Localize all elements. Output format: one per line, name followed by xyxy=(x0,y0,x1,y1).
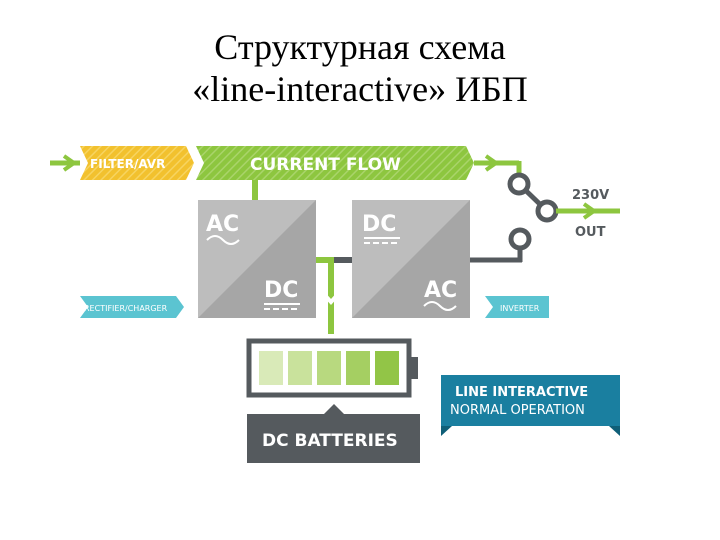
output-label: OUT xyxy=(575,225,606,240)
rectifier-top-label: AC xyxy=(206,212,239,237)
output-voltage-label: 230V xyxy=(572,188,609,203)
battery-cell xyxy=(288,351,312,385)
current-flow-banner: CURRENT FLOW xyxy=(196,146,474,180)
inverter-tag: INVERTER xyxy=(485,296,549,318)
inverter-box: DC AC xyxy=(352,200,470,318)
inverter-bottom-label: AC xyxy=(424,278,457,303)
slide-title: Структурная схема «line-interactive» ИБП xyxy=(0,26,720,110)
rectifier-tag-label: RECTIFIER/CHARGER xyxy=(84,304,168,313)
current-flow-label: CURRENT FLOW xyxy=(250,155,401,175)
battery-label: DC BATTERIES xyxy=(262,431,398,451)
rectifier-bottom-label: DC xyxy=(264,278,298,303)
mode-line-2: NORMAL OPERATION xyxy=(450,403,585,418)
mode-line-1: LINE INTERACTIVE xyxy=(455,385,588,400)
mode-box: LINE INTERACTIVE NORMAL OPERATION xyxy=(441,375,620,436)
inverter-tag-label: INVERTER xyxy=(500,304,540,313)
filter-avr-banner: FILTER/AVR xyxy=(80,146,194,180)
output-arrow xyxy=(556,202,620,220)
transfer-switch xyxy=(507,172,559,251)
filter-avr-label: FILTER/AVR xyxy=(90,157,165,171)
battery-cell xyxy=(346,351,370,385)
battery-cell xyxy=(317,351,341,385)
title-line-2: «line-interactive» ИБП xyxy=(192,69,528,109)
battery-label-box: DC BATTERIES xyxy=(247,404,420,463)
rectifier-box: AC DC xyxy=(198,200,316,318)
inverter-top-label: DC xyxy=(362,212,396,237)
input-arrow xyxy=(50,154,80,172)
battery-cells xyxy=(259,351,399,385)
battery-icon xyxy=(246,338,418,398)
flow-to-switch xyxy=(474,154,522,175)
dc-bus xyxy=(316,257,352,334)
battery-cell xyxy=(375,351,399,385)
battery-cell xyxy=(259,351,283,385)
rectifier-tag: RECTIFIER/CHARGER xyxy=(80,296,184,318)
title-line-1: Структурная схема xyxy=(214,27,506,67)
